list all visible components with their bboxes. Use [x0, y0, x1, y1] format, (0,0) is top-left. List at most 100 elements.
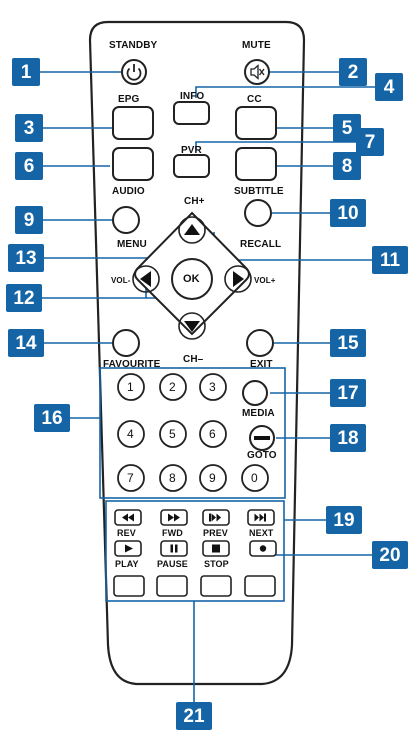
cc-button: [235, 106, 277, 140]
standby-label: STANDBY: [109, 40, 158, 51]
cc-label: CC: [247, 94, 262, 105]
goto-dash-icon: [254, 436, 270, 440]
color-key-2: [156, 575, 188, 597]
vol-down-button: [132, 265, 160, 293]
callout-10: 10: [330, 199, 366, 227]
digit-4-label: 4: [127, 427, 134, 441]
play-icon: [125, 544, 133, 553]
stop-icon: [212, 544, 220, 553]
callout-20: 20: [372, 541, 408, 569]
digit-3-button: [199, 373, 227, 401]
subtitle-label: SUBTITLE: [234, 186, 284, 197]
ch-plus-label: CH+: [184, 196, 205, 207]
recall-label: RECALL: [240, 239, 282, 250]
digit-8-button: [159, 464, 187, 492]
numpad: [117, 373, 269, 492]
fwd-label: FWD: [162, 528, 183, 538]
ok-button: [171, 258, 213, 300]
goto-label: GOTO: [247, 450, 277, 461]
callout-19: 19: [326, 506, 362, 534]
ch-down-button: [178, 312, 206, 340]
skip-forward-icon: [254, 513, 266, 522]
pause-icon: [170, 544, 178, 553]
rewind-icon: [122, 513, 134, 522]
rev-label: REV: [117, 528, 136, 538]
info-button: [173, 101, 210, 125]
mute-icon: [250, 64, 265, 80]
ch-minus-label: CH–: [183, 354, 204, 365]
pvr-button: [173, 154, 210, 178]
color-key-3: [200, 575, 232, 597]
favourite-button: [112, 329, 140, 357]
callout-11: 11: [372, 246, 408, 274]
digit-0-button: [241, 464, 269, 492]
arrow-up-icon: [184, 224, 200, 235]
leader-7: [195, 141, 360, 150]
info-label: INFO: [180, 91, 205, 102]
transport-frame: [105, 500, 285, 602]
callout-4: 4: [375, 73, 403, 101]
exit-button: [246, 329, 274, 357]
skip-back-icon: [209, 513, 221, 522]
callout-1: 1: [12, 58, 40, 86]
callout-13: 13: [8, 244, 44, 272]
callout-6: 6: [15, 152, 43, 180]
color-key-4: [244, 575, 276, 597]
callout-17: 17: [330, 379, 366, 407]
arrow-down-icon: [184, 321, 200, 332]
play-label: PLAY: [115, 559, 139, 569]
stop-label: STOP: [204, 559, 229, 569]
callout-16: 16: [34, 404, 70, 432]
next-label: NEXT: [249, 528, 274, 538]
subtitle-color-button: [235, 147, 277, 181]
callout-21: 21: [176, 702, 212, 730]
digit-4-button: [117, 420, 145, 448]
mute-label: MUTE: [242, 40, 271, 51]
callout-14: 14: [8, 329, 44, 357]
record-icon: [259, 545, 267, 552]
exit-label: EXIT: [250, 359, 273, 370]
callout-12: 12: [6, 284, 42, 312]
numpad-frame: [99, 367, 286, 499]
vol-minus-label: VOL-: [111, 276, 131, 285]
pvr-label: PVR: [181, 145, 202, 156]
media-label: MEDIA: [242, 408, 275, 419]
epg-button: [112, 106, 154, 140]
digit-9-button: [199, 464, 227, 492]
digit-6-label: 6: [209, 427, 216, 441]
ch-up-button: [178, 216, 206, 244]
digit-5-button: [159, 420, 187, 448]
digit-2-button: [159, 373, 187, 401]
digit-6-button: [199, 420, 227, 448]
pause-button: [160, 540, 188, 557]
callout-8: 8: [333, 152, 361, 180]
media-top-button: [242, 380, 268, 406]
vol-plus-label: VOL+: [254, 276, 276, 285]
digit-1-button: [117, 373, 145, 401]
pause-label: PAUSE: [157, 559, 188, 569]
callout-3: 3: [15, 114, 43, 142]
digit-0-label: 0: [251, 471, 258, 485]
digit-1-label: 1: [127, 380, 134, 394]
digit-7-label: 7: [127, 471, 134, 485]
arrow-right-icon: [233, 271, 244, 287]
vol-up-button: [224, 265, 252, 293]
leader-4: [195, 86, 382, 98]
fast-forward-icon: [168, 513, 180, 522]
digit-8-label: 8: [169, 471, 176, 485]
callout-9: 9: [15, 206, 43, 234]
prev-label: PREV: [203, 528, 228, 538]
epg-label: EPG: [118, 94, 140, 105]
callout-15: 15: [330, 329, 366, 357]
audio-label: AUDIO: [112, 186, 145, 197]
digit-3-label: 3: [209, 380, 216, 394]
mute-button: [244, 59, 270, 85]
digit-7-button: [117, 464, 145, 492]
color-key-1: [113, 575, 145, 597]
audio-color-button: [112, 147, 154, 181]
ok-label: OK: [183, 273, 200, 285]
power-icon: [126, 67, 142, 81]
digit-5-label: 5: [169, 427, 176, 441]
